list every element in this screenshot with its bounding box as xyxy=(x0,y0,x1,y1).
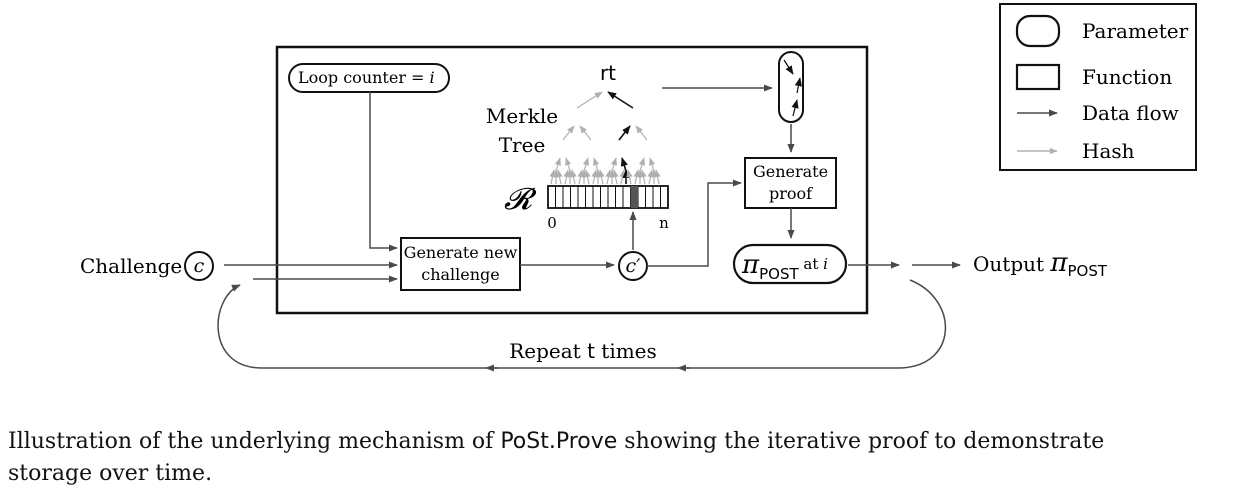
function-legend-shape xyxy=(1015,63,1061,91)
repeat-t: t xyxy=(587,339,595,363)
merkle-hash-arrow xyxy=(576,91,603,109)
merkle-hash-arrow xyxy=(562,125,575,141)
legend-dataflow-label: Data flow xyxy=(1082,101,1179,125)
challenge-var: c xyxy=(194,255,205,277)
merkle-leaf-hash-arrow xyxy=(598,169,605,185)
generate-challenge-function xyxy=(400,237,521,291)
r-array xyxy=(547,185,669,209)
pi-symbol: π xyxy=(741,250,760,280)
merkle-leaf-hash-arrow xyxy=(640,169,647,185)
merkle-leaf-hash-arrow xyxy=(626,169,633,185)
merkle-hash-arrow xyxy=(554,157,561,172)
merkle-leaf-hash-arrow xyxy=(619,169,626,185)
figure-caption: Illustration of the underlying mechanism… xyxy=(8,426,1188,490)
merkle-leaf-hash-arrow xyxy=(556,169,563,185)
merkle-leaf-hash-arrow xyxy=(577,169,584,185)
merkle-hash-arrow xyxy=(649,157,656,172)
caption-function: PoSt.Prove xyxy=(500,429,618,454)
output-post-sub: POST xyxy=(1068,262,1108,280)
merkle-leaf-hash-arrow xyxy=(584,169,591,185)
legend-parameter-label: Parameter xyxy=(1082,19,1189,43)
repeat-pre: Repeat xyxy=(509,339,587,363)
pi-post-at-i-param xyxy=(732,243,848,285)
merkle-leaf-hash-arrow xyxy=(563,169,570,185)
merkle-path-icon xyxy=(783,59,802,117)
output-pi: π xyxy=(1049,248,1068,278)
generate-proof-line2: proof xyxy=(769,184,813,203)
challenge-label: Challenge xyxy=(80,254,182,278)
pi-at-var: i xyxy=(823,255,828,273)
merkle-label-line1: Merkle xyxy=(486,104,558,128)
merkle-hash-arrow xyxy=(593,157,600,172)
merkle-tree xyxy=(549,91,661,185)
root-label: rt xyxy=(600,61,616,85)
cprime-var: c′ xyxy=(626,255,642,277)
repeat-loop-arrow xyxy=(217,279,946,369)
merkle-leaf-hash-arrow xyxy=(633,169,640,185)
output-label: Output πPOST xyxy=(973,248,1108,280)
merkle-leaf-hash-arrow xyxy=(570,169,577,185)
generate-proof-line1: Generate xyxy=(753,162,828,181)
merkle-hash-arrow xyxy=(579,125,592,141)
cprime-to-proof-arrow xyxy=(647,179,742,267)
loop-counter-param xyxy=(288,63,450,93)
r-array-challenged-cell xyxy=(630,186,638,208)
merkle-hash-arrow xyxy=(610,157,617,172)
pi-at-text: at xyxy=(799,255,824,273)
pi-post-at-i-label: πPOST at i xyxy=(741,250,828,283)
repeat-post: times xyxy=(595,339,657,363)
r-symbol: 𝓡 xyxy=(504,182,537,217)
r-start-label: 0 xyxy=(547,214,557,232)
merkle-hash-arrow xyxy=(635,125,648,141)
output-text: Output xyxy=(973,252,1050,276)
pi-subscript: POST xyxy=(759,265,799,283)
merkle-leaf-hash-arrow xyxy=(591,169,598,185)
generate-proof-function xyxy=(744,157,837,209)
merkle-hash-arrow xyxy=(620,157,628,172)
legend-function-label: Function xyxy=(1082,65,1172,89)
caption-pre: Illustration of the underlying mechanism… xyxy=(8,429,501,454)
parameter-legend-shape xyxy=(1015,14,1061,48)
merkle-leaf-hash-arrow xyxy=(612,169,619,185)
legend: Parameter Function Data flow Hash xyxy=(999,3,1197,171)
generate-challenge-line2: challenge xyxy=(421,265,500,284)
merkle-hash-arrow xyxy=(565,157,572,172)
merkle-path-param xyxy=(778,51,804,123)
merkle-hash-arrow xyxy=(582,157,589,172)
loop-counter-text: Loop counter = xyxy=(298,68,430,87)
merkle-leaf-hash-arrow xyxy=(647,169,654,185)
legend-hash-label: Hash xyxy=(1082,139,1135,163)
merkle-leaf-hash-arrow xyxy=(549,169,556,185)
loop-counter-var: i xyxy=(430,68,435,87)
merkle-leaf-hash-arrow xyxy=(654,169,661,185)
merkle-hash-arrow xyxy=(607,91,634,109)
caption-post: showing the iterative proof to demonstra… xyxy=(8,429,1105,486)
merkle-hash-arrow xyxy=(638,157,645,172)
generate-challenge-line1: Generate new xyxy=(404,243,518,262)
r-end-label: n xyxy=(659,214,669,232)
merkle-hash-arrow xyxy=(618,125,631,141)
prove-function-frame xyxy=(275,45,869,315)
challenge-param xyxy=(184,251,214,281)
merkle-label-line2: Tree xyxy=(499,133,546,157)
merkle-leaf-hash-arrow xyxy=(605,169,612,185)
loop-counter-label: Loop counter = i xyxy=(298,68,435,87)
repeat-label: Repeat t times xyxy=(509,339,657,363)
loop-to-generate-arrow xyxy=(369,92,398,252)
